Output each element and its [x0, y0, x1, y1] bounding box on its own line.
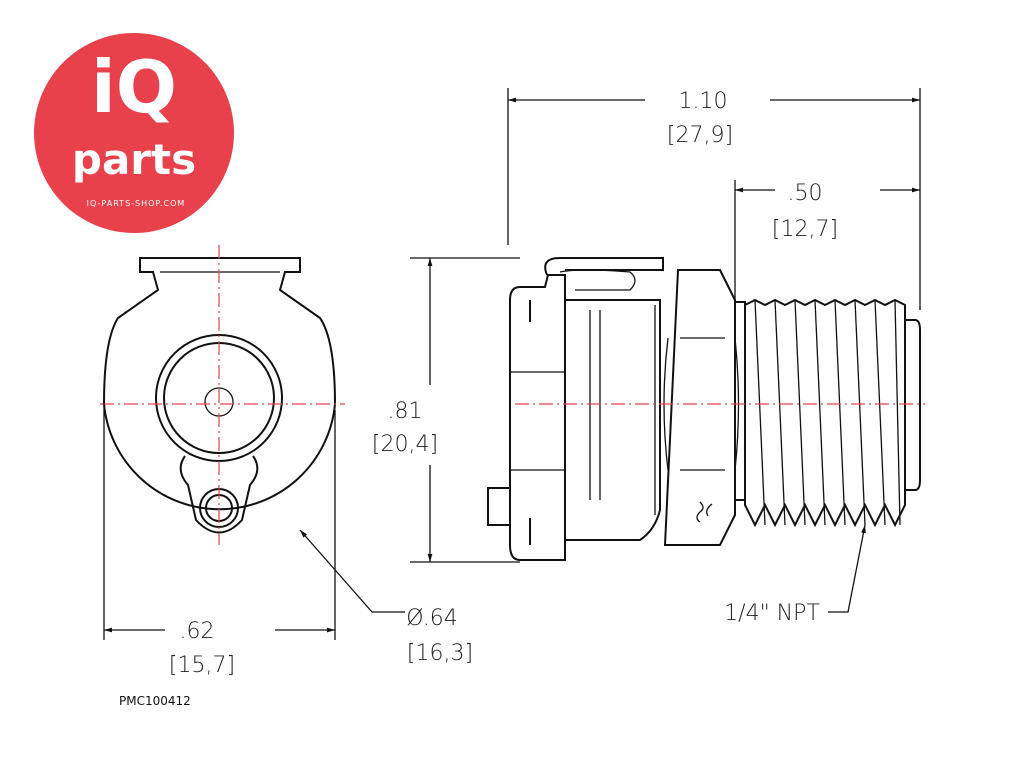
thread-length-mm: [12,7]: [772, 217, 838, 242]
front-width-inch: .62: [180, 619, 215, 644]
thread-label: 1/4" NPT: [724, 601, 820, 626]
diameter-inch: Ø.64: [406, 606, 457, 631]
overall-length-mm: [27,9]: [667, 123, 733, 148]
thread-length-inch: .50: [788, 181, 823, 206]
logo-brand-bottom: parts: [72, 135, 196, 184]
logo-website: IQ-PARTS-SHOP.COM: [87, 199, 186, 208]
height-mm: [20,4]: [372, 432, 438, 457]
manufacturer-mark-icon: [696, 501, 713, 523]
iq-parts-logo: iQ parts IQ-PARTS-SHOP.COM: [34, 33, 234, 233]
front-view: .62 [15,7] Ø.64 [16,3]: [100, 245, 473, 678]
part-number: PMC100412: [119, 694, 191, 708]
diameter-mm: [16,3]: [407, 641, 473, 666]
overall-length-inch: 1.10: [679, 89, 728, 114]
logo-brand-top: iQ: [91, 45, 177, 129]
front-width-mm: [15,7]: [169, 653, 235, 678]
side-view: 1.10 [27,9] .50 [12,7] .81 [20,4] 1/4" N…: [372, 88, 925, 626]
height-inch: .81: [388, 399, 423, 424]
